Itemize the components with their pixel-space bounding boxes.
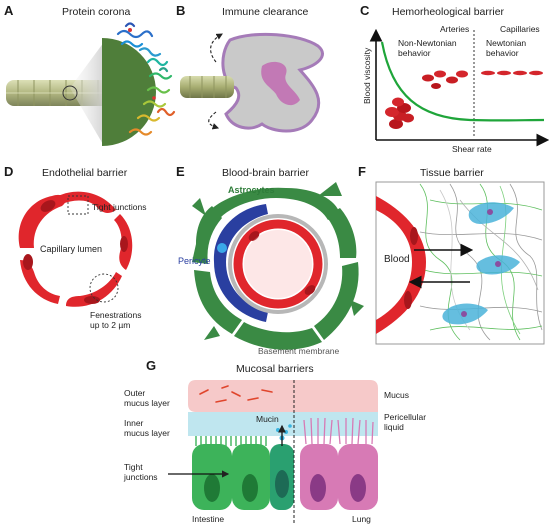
bbb-lumen — [244, 230, 312, 298]
arrow-engulf-bottom — [208, 111, 220, 130]
g-outer-2: mucus layer — [124, 398, 170, 408]
pericyte-body — [217, 243, 227, 253]
zoom-circle — [62, 85, 78, 101]
panel-g-title: Mucosal barriers — [236, 363, 314, 375]
macrophage-nucleus — [261, 61, 300, 106]
d-lumen: Capillary lumen — [40, 244, 102, 254]
tight-junction-box — [67, 195, 89, 215]
c-non-newtonian-1: Non-Newtonian — [398, 38, 457, 48]
g-pericellular-1: Pericellular — [384, 412, 426, 422]
basement-membrane-ring — [228, 214, 328, 314]
nanorod-b — [180, 76, 234, 98]
lung-cells — [300, 444, 378, 510]
panel-b-title: Immune clearance — [222, 6, 309, 18]
panel-e-letter: E — [176, 164, 185, 179]
e-astrocytes: Astrocytes — [228, 185, 275, 195]
e-basement-membrane: Basement membrane — [258, 346, 340, 356]
outer-mucus-layer — [188, 380, 378, 412]
f-nucleus-2 — [404, 291, 412, 309]
panel-f-title: Tissue barrier — [420, 167, 484, 179]
panel-a-letter: A — [4, 3, 14, 18]
rbc-rouleaux — [385, 97, 414, 129]
panel-b-letter: B — [176, 3, 185, 18]
rbc-arteries — [422, 70, 468, 89]
g-pericellular-2: liquid — [384, 422, 404, 432]
g-inner-1: Inner — [124, 418, 144, 428]
fenestration-circle — [89, 273, 119, 303]
g-tight-2: junctions — [123, 472, 158, 482]
g-tight-1: Tight — [124, 462, 143, 472]
panel-d: D Endothelial barrier Tight junctions Ca… — [4, 164, 147, 330]
intestine-cells — [192, 444, 294, 510]
rbc-capillaries — [481, 70, 543, 76]
panel-e: E Blood-brain barrier Astrocytes Pericyt… — [176, 164, 364, 356]
viscosity-curve — [380, 41, 545, 122]
e-pericyte: Pericyte — [178, 256, 211, 266]
bbb-endothelium — [233, 219, 323, 309]
panel-a-title: Protein corona — [62, 6, 130, 18]
intestine-microvilli — [195, 436, 267, 446]
panel-a: A Protein corona — [4, 3, 176, 146]
c-xlabel: Shear rate — [452, 144, 492, 154]
c-ylabel: Blood viscosity — [362, 47, 372, 104]
arrow-engulf-top — [210, 33, 223, 63]
panel-d-title: Endothelial barrier — [42, 167, 128, 179]
c-non-newtonian-2: behavior — [398, 48, 431, 58]
astrocyte-feet — [192, 182, 364, 350]
bbb-nucleus-2 — [304, 285, 316, 295]
pericyte-band — [213, 204, 268, 322]
zoom-cone — [70, 42, 104, 146]
particle-surface — [102, 38, 156, 146]
panel-g-letter: G — [146, 358, 156, 373]
c-newtonian-2: behavior — [486, 48, 519, 58]
f-blood: Blood — [384, 254, 410, 265]
g-inner-2: mucus layer — [124, 428, 170, 438]
d-fenestrations-1: Fenestrations — [90, 310, 142, 320]
panel-f-letter: F — [358, 164, 366, 179]
endothelial-ring — [18, 191, 133, 307]
panel-b: B Immune clearance — [176, 3, 324, 133]
bbb-nucleus-1 — [248, 231, 260, 241]
f-nucleus-1 — [410, 227, 418, 245]
g-mucus: Mucus — [384, 390, 409, 400]
d-tight-junctions: Tight junctions — [92, 202, 147, 212]
panel-d-letter: D — [4, 164, 13, 179]
d-fenestrations-2: up to 2 µm — [90, 320, 130, 330]
lung-cilia — [303, 417, 374, 445]
inner-mucus-layer — [188, 412, 378, 436]
c-capillaries: Capillaries — [500, 24, 540, 34]
panel-c-title: Hemorheological barrier — [392, 6, 505, 18]
mucin-fragments — [199, 385, 273, 403]
g-mucin: Mucin — [256, 414, 279, 424]
g-outer-1: Outer — [124, 388, 145, 398]
panel-e-title: Blood-brain barrier — [222, 167, 309, 179]
g-intestine: Intestine — [192, 514, 224, 524]
c-newtonian-1: Newtonian — [486, 38, 526, 48]
panel-c: C Hemorheological barrier Blood viscosit… — [360, 3, 550, 154]
panel-f: F Tissue barrier Blood — [358, 164, 545, 345]
f-fibroblasts — [442, 202, 520, 325]
panel-g: G Mucosal barriers — [123, 358, 426, 524]
g-lung: Lung — [352, 514, 371, 524]
c-arteries: Arteries — [440, 24, 469, 34]
protein-cluster — [116, 22, 176, 136]
panel-c-letter: C — [360, 3, 370, 18]
